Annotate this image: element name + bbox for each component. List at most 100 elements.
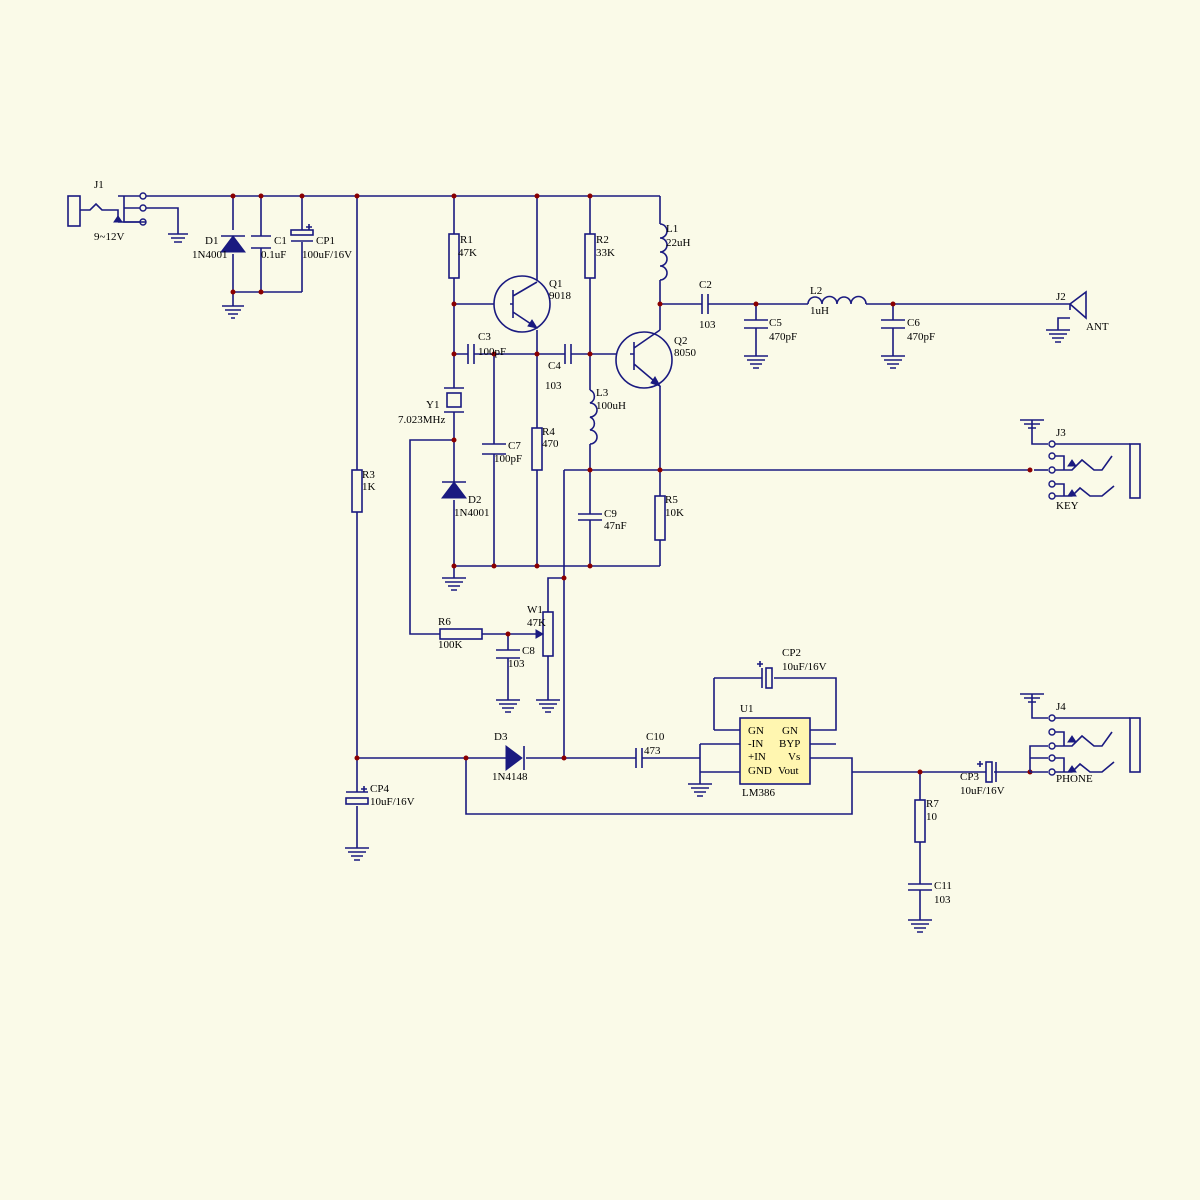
inductor-l3: L3 100uH xyxy=(589,387,626,445)
j4-ref: J4 xyxy=(1056,701,1066,713)
capacitor-c10: C10 473 xyxy=(635,731,665,768)
cp4-value: 10uF/16V xyxy=(370,796,415,808)
diode-d1: D1 1N4001 xyxy=(192,235,246,261)
u1-pin4: GND xyxy=(748,765,772,777)
q1-value: 9018 xyxy=(549,290,572,302)
c8-ref: C8 xyxy=(522,645,535,657)
r6-ref: R6 xyxy=(438,616,451,628)
c11-ref: C11 xyxy=(934,880,952,892)
cp2-value: 10uF/16V xyxy=(782,661,827,673)
r3-ref: R3 xyxy=(362,469,375,481)
u1-ref: U1 xyxy=(740,703,753,715)
u1-pin8: GN xyxy=(782,725,798,737)
capacitor-c5: C5 470pF xyxy=(744,317,797,343)
potentiometer-w1: W1 47K xyxy=(527,604,554,657)
u1-pin2: -IN xyxy=(748,738,763,750)
l2-ref: L2 xyxy=(810,285,822,297)
amplifier-u1: U1 GN -IN +IN GND GN BYP Vs Vout LM386 xyxy=(739,703,811,799)
c10-value: 473 xyxy=(644,745,661,757)
capacitor-cp4: CP4 10uF/16V xyxy=(345,783,415,808)
l3-ref: L3 xyxy=(596,387,609,399)
c2-ref: C2 xyxy=(699,279,712,291)
cp3-ref: CP3 xyxy=(960,771,979,783)
c8-value: 103 xyxy=(508,658,525,670)
antenna-jack-j2: J2 ANT xyxy=(1056,290,1109,333)
phone-jack-j4: J4 PHONE xyxy=(1029,701,1141,785)
diode-d3: D3 1N4148 xyxy=(492,731,528,783)
d1-ref: D1 xyxy=(205,235,218,247)
capacitor-c8: C8 103 xyxy=(496,645,535,670)
q1-ref: Q1 xyxy=(549,278,562,290)
transistor-q1: Q1 9018 xyxy=(493,275,572,333)
r7-ref: R7 xyxy=(926,798,939,810)
c5-value: 470pF xyxy=(769,331,797,343)
r3-value: 1K xyxy=(362,481,376,493)
c5-ref: C5 xyxy=(769,317,782,329)
l1-ref: L1 xyxy=(666,223,678,235)
cp4-ref: CP4 xyxy=(370,783,389,795)
c4-ref: C4 xyxy=(548,360,561,372)
resistor-r3: R3 1K xyxy=(351,469,376,513)
d1-value: 1N4001 xyxy=(192,249,227,261)
r4-ref: R4 xyxy=(542,426,555,438)
r5-ref: R5 xyxy=(665,494,678,506)
junction-dots xyxy=(230,193,1033,775)
inductor-l2: L2 1uH xyxy=(807,285,867,317)
j3-ref: J3 xyxy=(1056,427,1066,439)
l2-value: 1uH xyxy=(810,305,829,317)
cp1-ref: CP1 xyxy=(316,235,335,247)
wires xyxy=(118,195,1071,920)
cp3-value: 10uF/16V xyxy=(960,785,1005,797)
j4-value: PHONE xyxy=(1056,773,1093,785)
d3-ref: D3 xyxy=(494,731,508,743)
c9-value: 47nF xyxy=(604,520,627,532)
diode-d2: D2 1N4001 xyxy=(441,481,489,519)
y1-ref: Y1 xyxy=(426,399,439,411)
c1-ref: C1 xyxy=(274,235,287,247)
q2-ref: Q2 xyxy=(674,335,687,347)
resistor-r2: R2 33K xyxy=(584,233,615,279)
resistor-r6: R6 100K xyxy=(438,616,483,651)
c10-ref: C10 xyxy=(646,731,665,743)
capacitor-c7: C7 100pF xyxy=(482,440,522,465)
capacitor-c11: C11 103 xyxy=(908,880,952,906)
capacitor-cp2: CP2 10uF/16V xyxy=(757,647,827,689)
j1-ref: J1 xyxy=(94,179,104,191)
j2-value: ANT xyxy=(1086,321,1109,333)
cp1-value: 100uF/16V xyxy=(302,249,352,261)
r2-value: 33K xyxy=(596,247,615,259)
c6-value: 470pF xyxy=(907,331,935,343)
dc-jack-j1: J1 9~12V xyxy=(67,179,147,243)
resistor-r7: R7 10 xyxy=(914,798,939,843)
inductor-l1: L1 22uH xyxy=(659,223,691,281)
d3-value: 1N4148 xyxy=(492,771,528,783)
u1-pin7: BYP xyxy=(779,738,800,750)
capacitor-c4: C4 103 xyxy=(545,344,572,392)
l3-value: 100uH xyxy=(596,400,626,412)
j2-ref: J2 xyxy=(1056,291,1066,303)
capacitor-cp3: CP3 10uF/16V xyxy=(960,761,1005,797)
d2-value: 1N4001 xyxy=(454,507,489,519)
r1-ref: R1 xyxy=(460,234,473,246)
y1-value: 7.023MHz xyxy=(398,414,445,426)
c11-value: 103 xyxy=(934,894,951,906)
r2-ref: R2 xyxy=(596,234,609,246)
resistor-r1: R1 47K xyxy=(448,233,477,279)
w1-value: 47K xyxy=(527,617,546,629)
u1-pin1: GN xyxy=(748,725,764,737)
resistor-r5: R5 10K xyxy=(654,494,684,541)
u1-value: LM386 xyxy=(742,787,776,799)
j3-value: KEY xyxy=(1056,500,1079,512)
capacitor-c6: C6 470pF xyxy=(881,317,935,343)
c3-ref: C3 xyxy=(478,331,491,343)
u1-pin6: Vs xyxy=(788,751,800,763)
c7-value: 100pF xyxy=(494,453,522,465)
j1-value: 9~12V xyxy=(94,231,124,243)
c4-value: 103 xyxy=(545,380,562,392)
capacitor-c1: C1 0.1uF xyxy=(251,235,287,261)
l1-value: 22uH xyxy=(666,237,691,249)
c6-ref: C6 xyxy=(907,317,920,329)
transistor-q2: Q2 8050 xyxy=(615,329,697,389)
c9-ref: C9 xyxy=(604,508,617,520)
